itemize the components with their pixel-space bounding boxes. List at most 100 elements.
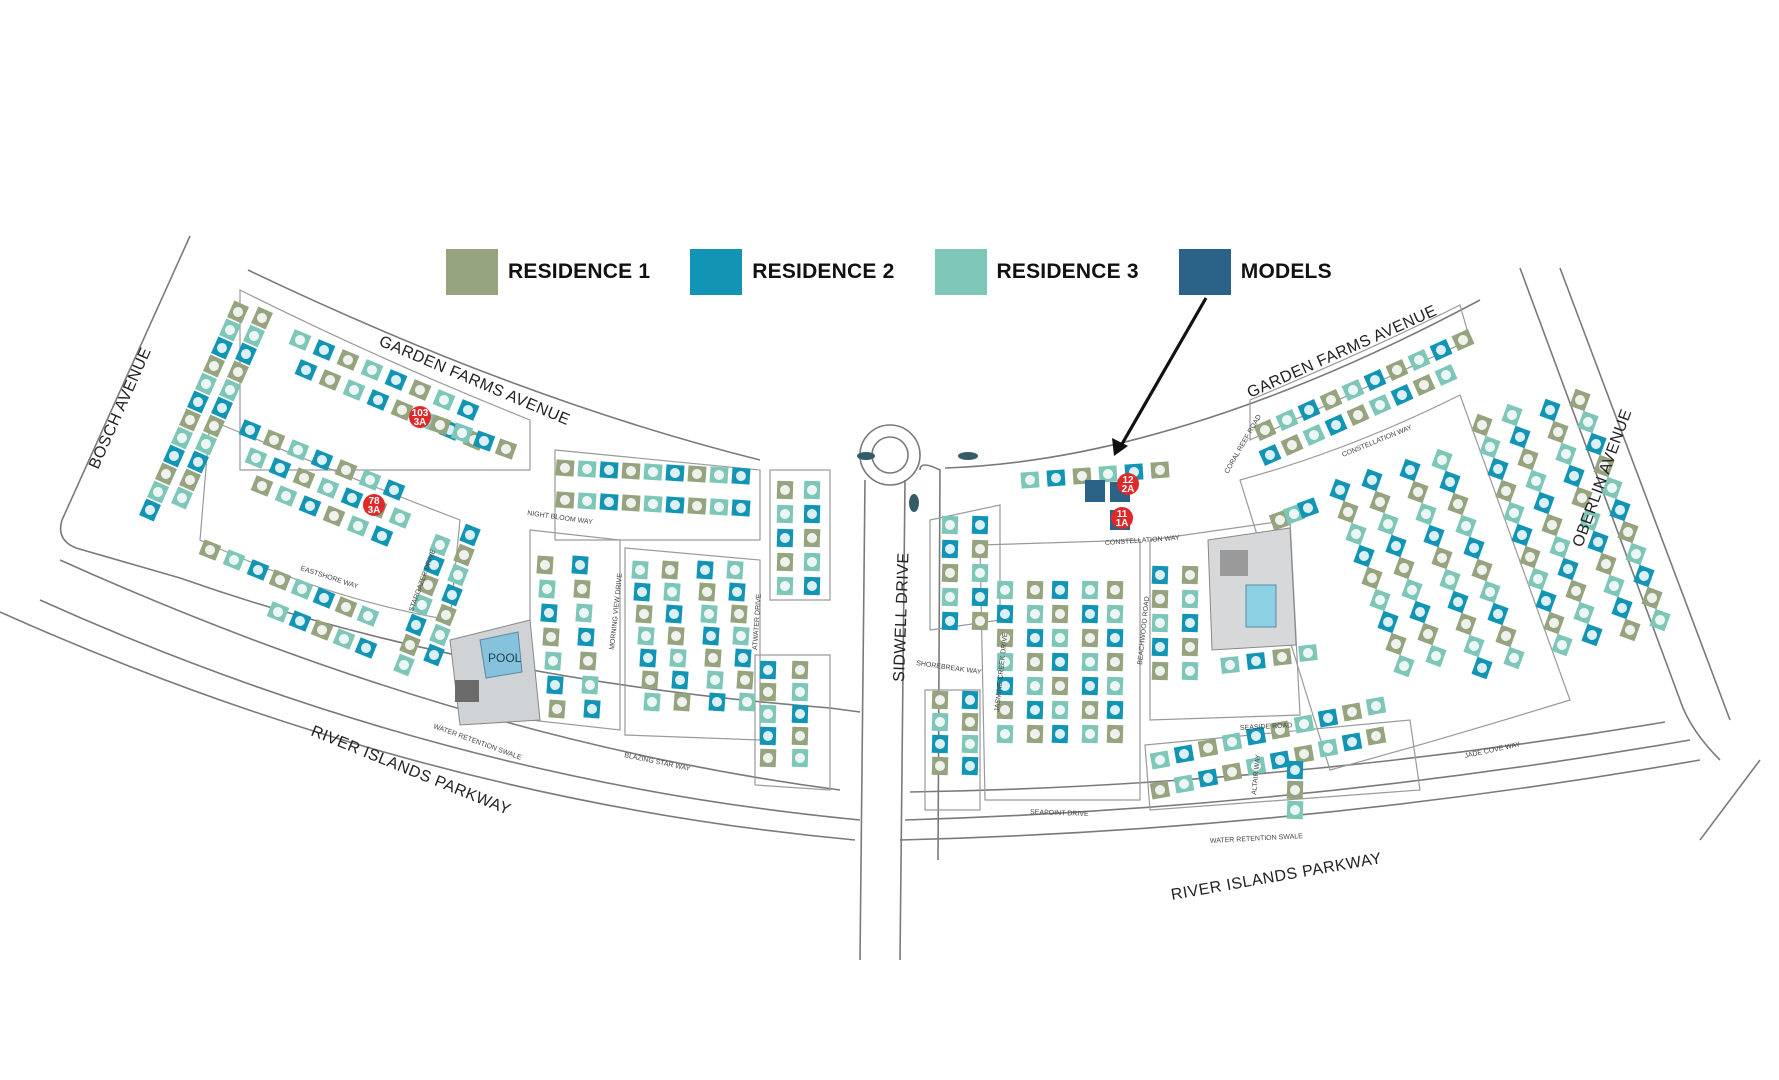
lot — [244, 447, 268, 469]
lot — [292, 467, 316, 489]
lot — [1517, 447, 1539, 471]
lot — [1407, 349, 1431, 371]
legend-item-residence-2: RESIDENCE 2 — [690, 249, 894, 295]
lot — [635, 604, 653, 624]
lot — [1317, 708, 1339, 728]
lot — [1377, 512, 1399, 536]
lot — [1181, 661, 1199, 681]
marker-103-id: 103 — [412, 408, 429, 419]
lot — [667, 626, 685, 646]
lot — [1471, 656, 1493, 680]
lot — [1503, 501, 1525, 525]
lot — [262, 429, 286, 451]
lot — [1151, 589, 1169, 609]
lot — [1051, 700, 1069, 720]
lot — [803, 480, 821, 500]
lot — [732, 626, 750, 646]
lot — [360, 359, 384, 381]
lot — [1417, 622, 1439, 646]
lot — [1593, 454, 1615, 478]
lot — [1269, 720, 1291, 740]
lot — [702, 626, 720, 646]
lot — [147, 480, 169, 504]
lot — [346, 515, 370, 537]
lot — [1581, 623, 1603, 647]
roundabout-islands — [857, 452, 978, 512]
lot — [1081, 700, 1099, 720]
lot — [1393, 556, 1415, 580]
lot — [579, 651, 597, 671]
lot — [382, 479, 406, 501]
lot — [155, 462, 177, 486]
lot — [1501, 403, 1523, 427]
lot — [1221, 732, 1243, 752]
lot — [332, 628, 356, 650]
lot — [336, 349, 360, 371]
lot — [704, 648, 722, 668]
lot — [661, 560, 679, 580]
lot — [1385, 632, 1407, 656]
lot — [312, 339, 336, 361]
lot — [996, 676, 1014, 696]
lot — [179, 468, 201, 492]
lot — [1609, 498, 1631, 522]
street-coral-reef: CORAL REEF ROAD — [1224, 414, 1263, 475]
lot — [696, 560, 714, 580]
lot — [1557, 557, 1579, 581]
lot — [961, 712, 979, 732]
lot — [1151, 565, 1169, 585]
legend-swatch-models — [1178, 249, 1231, 295]
lot — [1641, 586, 1663, 610]
street-night-bloom: NIGHT BLOOM WAY — [527, 510, 594, 526]
lot — [288, 329, 312, 351]
lot — [759, 704, 777, 724]
lot — [1577, 410, 1599, 434]
lot — [776, 576, 794, 596]
lot — [791, 748, 809, 768]
lot — [390, 399, 414, 421]
lot — [179, 408, 201, 432]
lot — [687, 497, 707, 515]
street-shorebreak: SHOREBREAK WAY — [916, 660, 982, 676]
lot — [1020, 471, 1040, 489]
pool-amenity: POOL — [449, 619, 541, 726]
lot — [700, 604, 718, 624]
lot — [1533, 491, 1555, 515]
lot — [621, 494, 641, 512]
street-jasmine-creek: JASMINE CREEK DRIVE — [994, 632, 1009, 712]
lot — [1603, 574, 1625, 598]
lot — [1439, 470, 1461, 494]
lot — [575, 603, 593, 623]
lot — [1081, 580, 1099, 600]
lot — [408, 379, 432, 401]
lot — [941, 515, 959, 535]
lot — [1286, 760, 1304, 780]
lot — [318, 369, 342, 391]
lot — [731, 467, 751, 485]
lot — [776, 552, 794, 572]
lot — [1479, 435, 1501, 459]
lot — [1286, 780, 1304, 800]
lot — [432, 389, 456, 411]
street-sidwell-drive: SIDWELL DRIVE — [891, 552, 913, 682]
lot — [1246, 652, 1266, 670]
lot — [399, 633, 421, 657]
lot — [706, 670, 724, 690]
legend-item-models: MODELS — [1178, 249, 1332, 295]
street-river-islands-west: RIVER ISLANDS PARKWAY — [309, 723, 514, 819]
lot — [1565, 579, 1587, 603]
street-beachwood: BEACHWOOD ROAD — [1137, 596, 1151, 665]
marker-78: 78 3A — [363, 494, 385, 516]
marker-103-plan: 3A — [414, 417, 427, 428]
lot — [1026, 652, 1044, 672]
lot — [1471, 413, 1493, 437]
lot — [1046, 469, 1066, 487]
lot — [1361, 468, 1383, 492]
lot — [1280, 434, 1304, 456]
lot — [187, 450, 209, 474]
lot — [251, 306, 273, 330]
lot — [428, 414, 452, 436]
lot — [243, 324, 265, 348]
marker-11-plan: 1A — [1116, 518, 1129, 529]
lot — [195, 372, 217, 396]
